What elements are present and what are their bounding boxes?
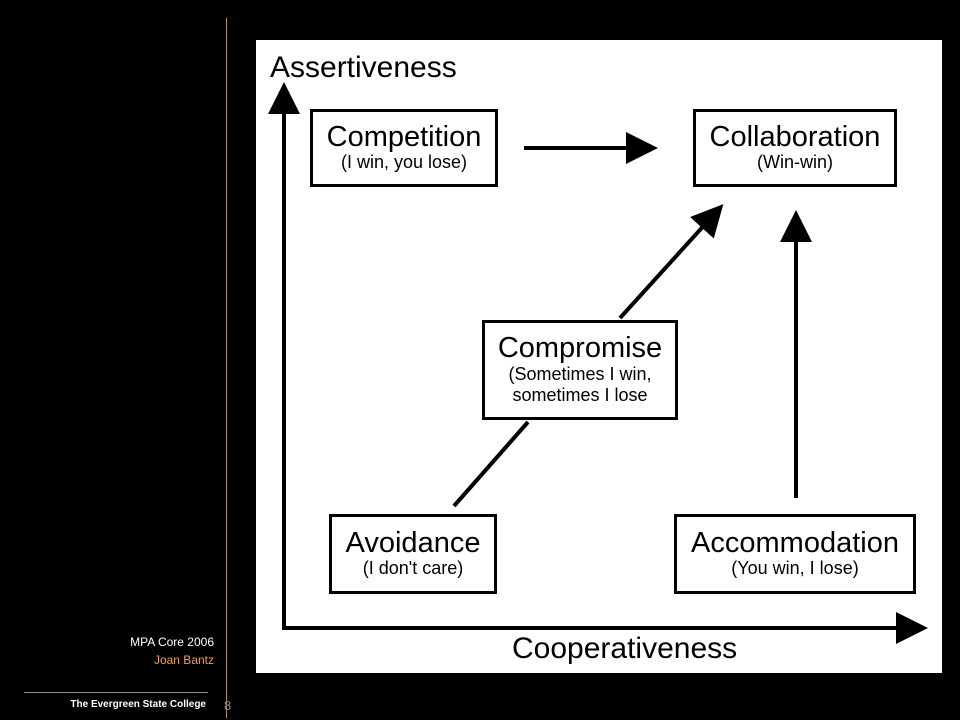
page-number: 8 <box>224 698 232 713</box>
node-accommodation: Accommodation (You win, I lose) <box>674 514 916 594</box>
y-axis-label: Assertiveness <box>270 51 457 84</box>
node-collaboration-title: Collaboration <box>709 120 881 153</box>
node-compromise-subtitle: (Sometimes I win, <box>508 363 652 384</box>
x-axis-label: Cooperativeness <box>512 632 738 665</box>
node-accommodation-title: Accommodation <box>691 526 899 559</box>
node-collaboration-subtitle: (Win-win) <box>757 152 833 173</box>
edge-compromise-collaboration <box>618 204 724 320</box>
node-compromise-subtitle-line2: sometimes I lose <box>512 385 648 406</box>
node-compromise: Compromise (Sometimes I win, sometimes I… <box>482 320 678 420</box>
node-avoidance: Avoidance (I don't care) <box>329 514 497 594</box>
node-competition: Competition (I win, you lose) <box>310 109 498 187</box>
conflict-modes-diagram: Assertiveness Cooperativeness Competitio… <box>256 40 942 673</box>
diagram-arrows <box>268 82 928 644</box>
slide-vertical-divider <box>226 18 227 718</box>
node-compromise-title: Compromise <box>497 332 663 365</box>
node-avoidance-subtitle: (I don't care) <box>362 558 464 579</box>
node-competition-title: Competition <box>326 120 482 153</box>
author-label: Joan Bantz <box>153 653 214 667</box>
node-competition-subtitle: (I win, you lose) <box>340 152 468 173</box>
node-accommodation-subtitle: (You win, I lose) <box>731 558 859 579</box>
node-collaboration: Collaboration (Win-win) <box>693 109 897 187</box>
course-label: MPA Core 2006 <box>130 635 214 649</box>
node-avoidance-title: Avoidance <box>345 526 481 559</box>
edge-avoidance-compromise <box>452 420 530 508</box>
college-label: The Evergreen State College <box>70 699 206 710</box>
footer-divider <box>24 692 208 693</box>
